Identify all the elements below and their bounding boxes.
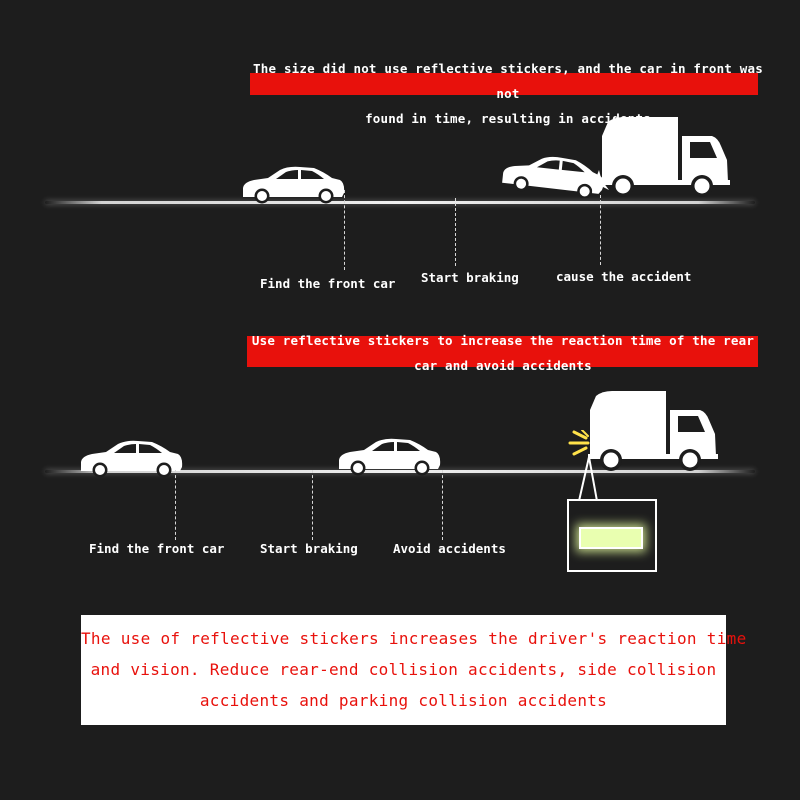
marker-start-braking-2 <box>312 470 313 540</box>
banner-1-line1: The size did not use reflective stickers… <box>253 61 763 101</box>
banner-2-bar <box>247 336 758 367</box>
marker-find-front-car-2 <box>175 470 176 540</box>
marker-cause-accident <box>600 195 601 265</box>
reflection-glow-icon <box>568 430 590 456</box>
callout-pointer <box>578 456 598 501</box>
label-start-braking-1: Start braking <box>421 270 519 285</box>
label-find-front-car-1: Find the front car <box>260 276 396 291</box>
banner-2-text: Use reflective stickers to increase the … <box>240 328 766 378</box>
road-2 <box>45 470 755 473</box>
truck-icon <box>600 117 730 197</box>
summary-line1: The use of reflective stickers increases… <box>81 629 747 648</box>
marker-start-braking-1 <box>455 198 456 266</box>
truck-icon <box>588 391 718 471</box>
car-icon <box>339 438 441 476</box>
marker-avoid-accidents <box>442 470 443 540</box>
marker-find-front-car-1 <box>344 190 345 270</box>
label-find-front-car-2: Find the front car <box>89 541 225 556</box>
impact-spark-icon <box>588 170 610 192</box>
banner-2-line2: car and avoid accidents <box>414 358 592 373</box>
banner-2-line1: Use reflective stickers to increase the … <box>251 333 755 348</box>
reflector-callout-box <box>567 499 657 572</box>
reflective-sticker <box>579 527 643 549</box>
summary-line2: and vision. Reduce rear-end collision ac… <box>90 660 717 679</box>
banner-1-line2: found in time, resulting in accidents <box>365 111 651 126</box>
banner-1-bar <box>250 73 758 95</box>
summary-line3: accidents and parking collision accident… <box>199 691 608 710</box>
summary-box: The use of reflective stickers increases… <box>81 615 747 725</box>
banner-1-text: The size did not use reflective stickers… <box>240 56 776 131</box>
label-avoid-accidents: Avoid accidents <box>393 541 506 556</box>
crashing-car-icon <box>502 156 604 198</box>
car-icon <box>243 166 345 204</box>
label-start-braking-2: Start braking <box>260 541 358 556</box>
car-icon <box>81 440 183 478</box>
label-cause-accident: cause the accident <box>556 269 692 284</box>
road-1 <box>45 201 755 204</box>
